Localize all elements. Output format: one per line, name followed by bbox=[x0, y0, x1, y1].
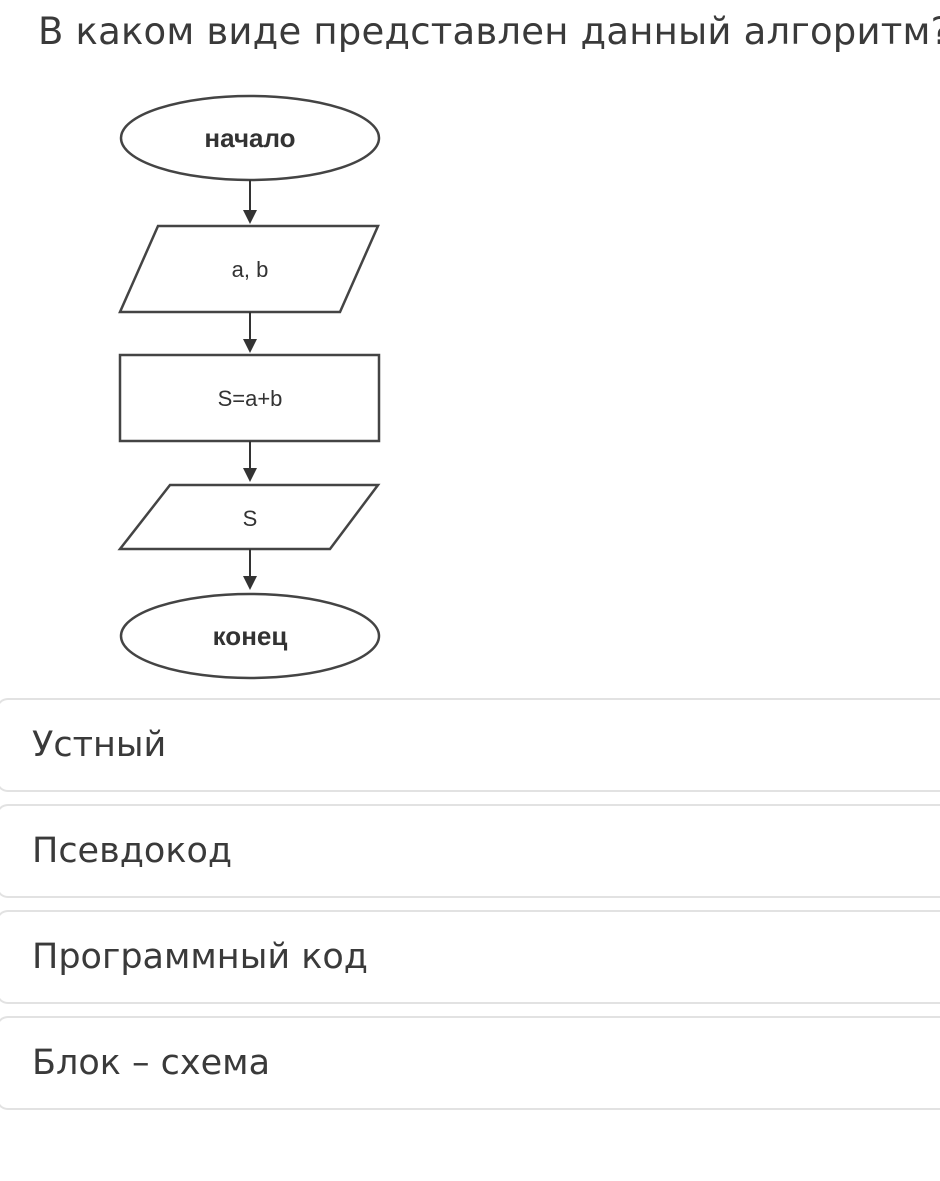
flowchart-arrow bbox=[243, 312, 257, 353]
answer-options-list: Устный Псевдокод Программный код Блок – … bbox=[0, 698, 940, 1122]
process-label: S=a+b bbox=[218, 386, 283, 411]
question-title: В каком виде представлен данный алгоритм… bbox=[38, 10, 940, 53]
flowchart-process-node: S=a+b bbox=[118, 353, 381, 443]
flowchart-arrow bbox=[243, 549, 257, 590]
answer-option-label: Программный код bbox=[32, 937, 368, 977]
input-label: a, b bbox=[232, 257, 269, 282]
answer-option-oral[interactable]: Устный bbox=[0, 698, 940, 792]
answer-option-flowchart[interactable]: Блок – схема bbox=[0, 1016, 940, 1110]
flowchart-output-node: S bbox=[117, 483, 381, 551]
answer-option-program-code[interactable]: Программный код bbox=[0, 910, 940, 1004]
end-label: конец bbox=[213, 621, 288, 651]
flowchart-arrow bbox=[243, 180, 257, 224]
flowchart-arrow bbox=[243, 441, 257, 482]
flowchart-diagram: начало a, b S=a+b S конец bbox=[117, 94, 381, 680]
answer-option-label: Псевдокод bbox=[32, 831, 233, 871]
output-label: S bbox=[243, 506, 258, 531]
flowchart-start-node: начало bbox=[119, 94, 381, 182]
answer-option-pseudocode[interactable]: Псевдокод bbox=[0, 804, 940, 898]
answer-option-label: Устный bbox=[32, 725, 167, 765]
answer-option-label: Блок – схема bbox=[32, 1043, 271, 1083]
flowchart-end-node: конец bbox=[119, 592, 381, 680]
start-label: начало bbox=[204, 123, 295, 153]
flowchart-input-node: a, b bbox=[118, 224, 380, 314]
